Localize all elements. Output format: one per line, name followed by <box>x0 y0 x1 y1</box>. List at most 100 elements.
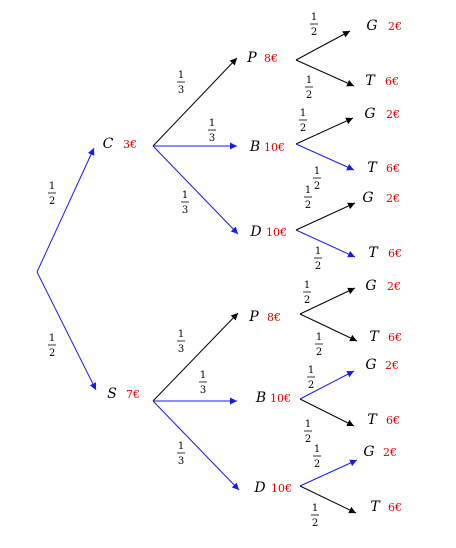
fraction-denominator: 2 <box>304 295 310 306</box>
node-label: T <box>367 160 378 176</box>
fraction-numerator: 1 <box>314 444 320 455</box>
prob-g-6: 12 <box>303 280 311 306</box>
prob-root-s: 12 <box>48 333 56 359</box>
prob-b-1: 13 <box>208 118 216 144</box>
branch-to-t-9 <box>299 398 355 427</box>
node-label: C <box>103 136 114 152</box>
prob-d-2: 13 <box>181 190 189 216</box>
branch-to-t-1 <box>295 59 355 87</box>
branch-to-t-11 <box>299 485 357 514</box>
fraction-denominator: 2 <box>305 200 311 211</box>
fraction-denominator: 3 <box>209 133 215 144</box>
node-price: 6€ <box>385 75 399 88</box>
node-label: T <box>367 412 378 428</box>
prob-t-3: 12 <box>313 166 321 192</box>
node-label: G <box>363 444 374 460</box>
fraction-numerator: 1 <box>182 190 188 201</box>
branch-to-g-10 <box>299 459 358 487</box>
node-label: B <box>249 139 260 155</box>
prob-g-10: 12 <box>313 444 321 470</box>
fraction-numerator: 1 <box>308 365 314 376</box>
fraction-numerator: 1 <box>315 246 321 257</box>
branch-to-g-2 <box>295 117 354 145</box>
fraction-numerator: 1 <box>178 329 184 340</box>
fraction-numerator: 1 <box>306 75 312 86</box>
fraction-denominator: 2 <box>314 459 320 470</box>
fraction-denominator: 2 <box>315 261 321 272</box>
node-label: G <box>365 278 376 294</box>
prob-t-7: 12 <box>315 332 323 358</box>
node-g-6: G 2€ <box>365 278 401 294</box>
prob-t-9: 12 <box>304 419 312 445</box>
node-d-5: D 10€ <box>253 480 292 496</box>
node-label: T <box>369 329 380 345</box>
fraction-denominator: 2 <box>314 181 320 192</box>
node-price: 7€ <box>126 388 140 401</box>
fraction-numerator: 1 <box>200 370 206 381</box>
branch-to-g-0 <box>295 30 351 61</box>
fraction-denominator: 2 <box>49 348 55 359</box>
branch-to-t-5 <box>295 229 356 258</box>
fraction-numerator: 1 <box>311 12 317 23</box>
fraction-denominator: 2 <box>312 518 318 529</box>
node-price: 6€ <box>388 501 402 514</box>
node-label: T <box>370 499 381 515</box>
fraction-numerator: 1 <box>209 118 215 129</box>
branch-root-to-s <box>36 271 97 391</box>
node-price: 10€ <box>270 392 291 405</box>
prob-p-0: 13 <box>177 70 185 96</box>
node-t-7: T 6€ <box>369 329 402 345</box>
node-price: 6€ <box>386 414 400 427</box>
node-label: T <box>368 245 379 261</box>
node-price: 2€ <box>388 20 402 33</box>
node-price: 8€ <box>267 311 281 324</box>
branch-to-p-3 <box>152 312 239 402</box>
node-price: 10€ <box>271 482 292 495</box>
branch-to-g-4 <box>295 202 356 231</box>
fraction-denominator: 3 <box>200 385 206 396</box>
node-price: 6€ <box>388 331 402 344</box>
prob-root-c: 12 <box>48 181 56 207</box>
node-price: 2€ <box>385 359 399 372</box>
branch-to-t-7 <box>299 313 358 342</box>
branch-root-to-c <box>36 147 95 273</box>
node-label: D <box>249 224 261 240</box>
node-label: D <box>253 480 265 496</box>
fraction-numerator: 1 <box>178 441 184 452</box>
fraction-denominator: 3 <box>178 344 184 355</box>
fraction-denominator: 2 <box>49 196 55 207</box>
node-price: 2€ <box>387 280 401 293</box>
fraction-numerator: 1 <box>49 333 55 344</box>
prob-t-11: 12 <box>311 503 319 529</box>
node-label: P <box>248 309 259 325</box>
fraction-denominator: 2 <box>316 347 322 358</box>
fraction-numerator: 1 <box>305 419 311 430</box>
prob-g-8: 12 <box>307 365 315 391</box>
fraction-denominator: 2 <box>308 380 314 391</box>
branch-to-p-0 <box>152 57 238 147</box>
node-price: 6€ <box>388 247 402 260</box>
node-label: G <box>365 357 376 373</box>
node-t-9: T 6€ <box>367 412 400 428</box>
fraction-numerator: 1 <box>300 108 306 119</box>
fraction-denominator: 2 <box>300 123 306 134</box>
node-price: 2€ <box>386 108 400 121</box>
prob-g-4: 12 <box>304 185 312 211</box>
node-t-5: T 6€ <box>368 245 402 261</box>
node-label: G <box>366 18 377 34</box>
prob-p-3: 13 <box>177 329 185 355</box>
node-t-11: T 6€ <box>370 499 402 515</box>
branch-to-g-8 <box>299 370 355 400</box>
